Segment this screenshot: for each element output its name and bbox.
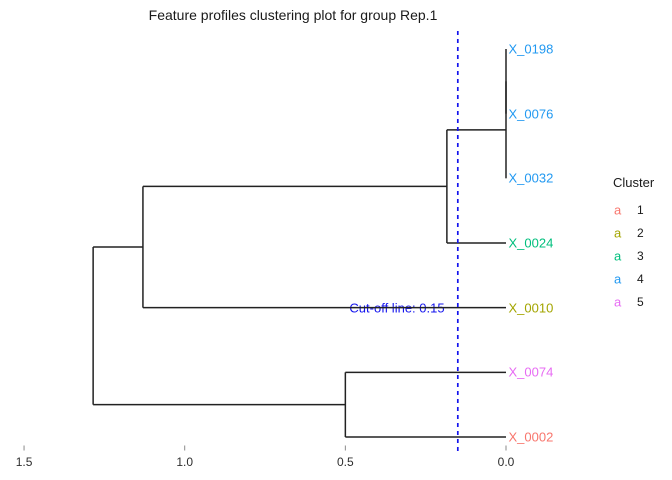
leaf-label: X_0032 [508, 170, 554, 186]
leaf-label: X_0024 [508, 235, 554, 251]
legend-entry-label: 1 [637, 202, 644, 217]
axis-tick-label: 1.0 [176, 455, 194, 469]
legend-key-glyph: a [614, 225, 622, 240]
legend-entry-label: 2 [637, 225, 644, 240]
leaf-label: X_0002 [508, 429, 554, 445]
leaf-label: X_0076 [508, 106, 554, 122]
legend-key-glyph: a [614, 202, 622, 217]
legend-key-glyph: a [614, 294, 622, 309]
legend-key-glyph: a [614, 248, 622, 263]
legend-entry-label: 5 [637, 294, 644, 309]
legend-entry-label: 4 [637, 271, 644, 286]
plot-title: Feature profiles clustering plot for gro… [148, 7, 438, 23]
legend-title: Cluster [613, 175, 655, 190]
leaf-label: X_0198 [508, 41, 554, 57]
legend-entry-label: 3 [637, 248, 644, 263]
axis-tick-label: 1.5 [15, 455, 33, 469]
leaf-label: X_0010 [508, 300, 554, 316]
axis-tick-label: 0.0 [497, 455, 515, 469]
axis-tick-label: 0.5 [337, 455, 354, 469]
leaf-label: X_0074 [508, 364, 554, 380]
legend-key-glyph: a [614, 271, 622, 286]
